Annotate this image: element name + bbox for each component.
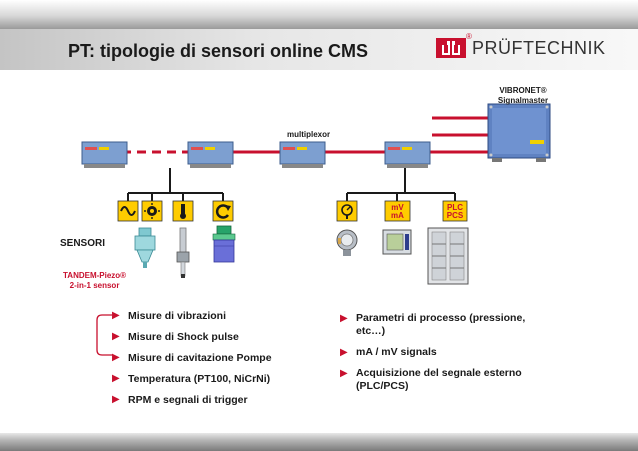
- temperature-sensor-image: [176, 227, 190, 278]
- device-multiplexor-1: [81, 141, 128, 168]
- bullet-arrow-icon: ▶: [340, 368, 348, 379]
- list-item: ▶Misure di Shock pulse: [112, 331, 239, 343]
- pressure-transmitter-image: [336, 229, 358, 256]
- sine-wave-icon: [117, 200, 139, 222]
- bullet-arrow-icon: ▶: [340, 347, 348, 358]
- device-vibronet-signalmaster: [487, 103, 551, 162]
- sensor-list: ▶Misure di vibrazioni ▶Misure di Shock p…: [112, 310, 272, 415]
- bullet-arrow-icon: ▶: [112, 352, 120, 363]
- vibronet-label: VIBRONET® Signalmaster: [478, 86, 568, 106]
- signal-display-image: [382, 229, 412, 255]
- bullet-arrow-icon: ▶: [112, 394, 120, 405]
- pressure-gauge-icon: [336, 200, 358, 222]
- list-item: ▶Temperatura (PT100, NiCrNi): [112, 373, 271, 385]
- tandem-line2: 2-in-1 sensor: [69, 281, 120, 290]
- list-item: ▶Misure di vibrazioni: [112, 310, 227, 322]
- device-multiplexor-4: [384, 141, 431, 168]
- vibronet-line1: VIBRONET®: [499, 86, 547, 95]
- mv-ma-symbol-box: [384, 200, 411, 222]
- list-item: ▶RPM e segnali di trigger: [112, 394, 248, 406]
- process-list: ▶Parametri di processo (pressione,etc…) …: [340, 312, 525, 393]
- title-band: [0, 29, 638, 70]
- pruftechnik-logo: ® PRÜFTECHNIK: [436, 32, 636, 62]
- device-multiplexor-2: [187, 141, 234, 168]
- sensor-tree-connector: [127, 168, 224, 201]
- list-item: ▶Parametri di processo (pressione,etc…): [340, 312, 526, 337]
- device-multiplexor-3: [279, 141, 326, 168]
- bullet-arrow-icon: ▶: [112, 310, 120, 321]
- rotation-icon: [212, 200, 234, 222]
- logo-registered-mark: ®: [466, 32, 472, 41]
- tandem-label: TANDEM-Piezo® 2-in-1 sensor: [63, 271, 126, 291]
- plc-cabinet-image: [427, 227, 469, 285]
- tandem-piezo-sensor-image: [134, 227, 156, 268]
- tandem-bracket: [96, 314, 112, 356]
- mv-label: mV: [391, 203, 404, 212]
- slide-title: PT: tipologie di sensori online CMS: [68, 41, 369, 61]
- sensori-label: SENSORI: [60, 238, 106, 249]
- multiplexor-label: multiplexor: [287, 130, 331, 139]
- process-tree-connector: [346, 168, 456, 201]
- vibronet-line2: Signalmaster: [497, 96, 549, 105]
- thermometer-icon: [172, 200, 194, 222]
- bullet-arrow-icon: ▶: [340, 313, 348, 324]
- top-bar: [0, 0, 638, 29]
- logo-brand-text: PRÜFTECHNIK: [472, 38, 606, 58]
- bullet-arrow-icon: ▶: [112, 373, 120, 384]
- bullet-arrow-icon: ▶: [112, 331, 120, 342]
- shock-pulse-icon: [141, 200, 163, 222]
- tandem-line1: TANDEM-Piezo®: [63, 271, 127, 280]
- plc-pcs-symbol-box: [442, 200, 468, 222]
- list-item: ▶Misure di cavitazione Pompe: [112, 352, 272, 364]
- pcs-label: PCS: [447, 211, 464, 220]
- logo-mark: [436, 38, 466, 58]
- rpm-sensor-image: [212, 225, 236, 263]
- bottom-bar: [0, 433, 638, 451]
- list-item: ▶Acquisizione del segnale esterno(PLC/PC…: [340, 367, 522, 392]
- ma-label: mA: [391, 211, 404, 220]
- list-item: ▶mA / mV signals: [340, 346, 437, 358]
- logo-mark-icon: [442, 41, 460, 55]
- plc-label: PLC: [447, 203, 463, 212]
